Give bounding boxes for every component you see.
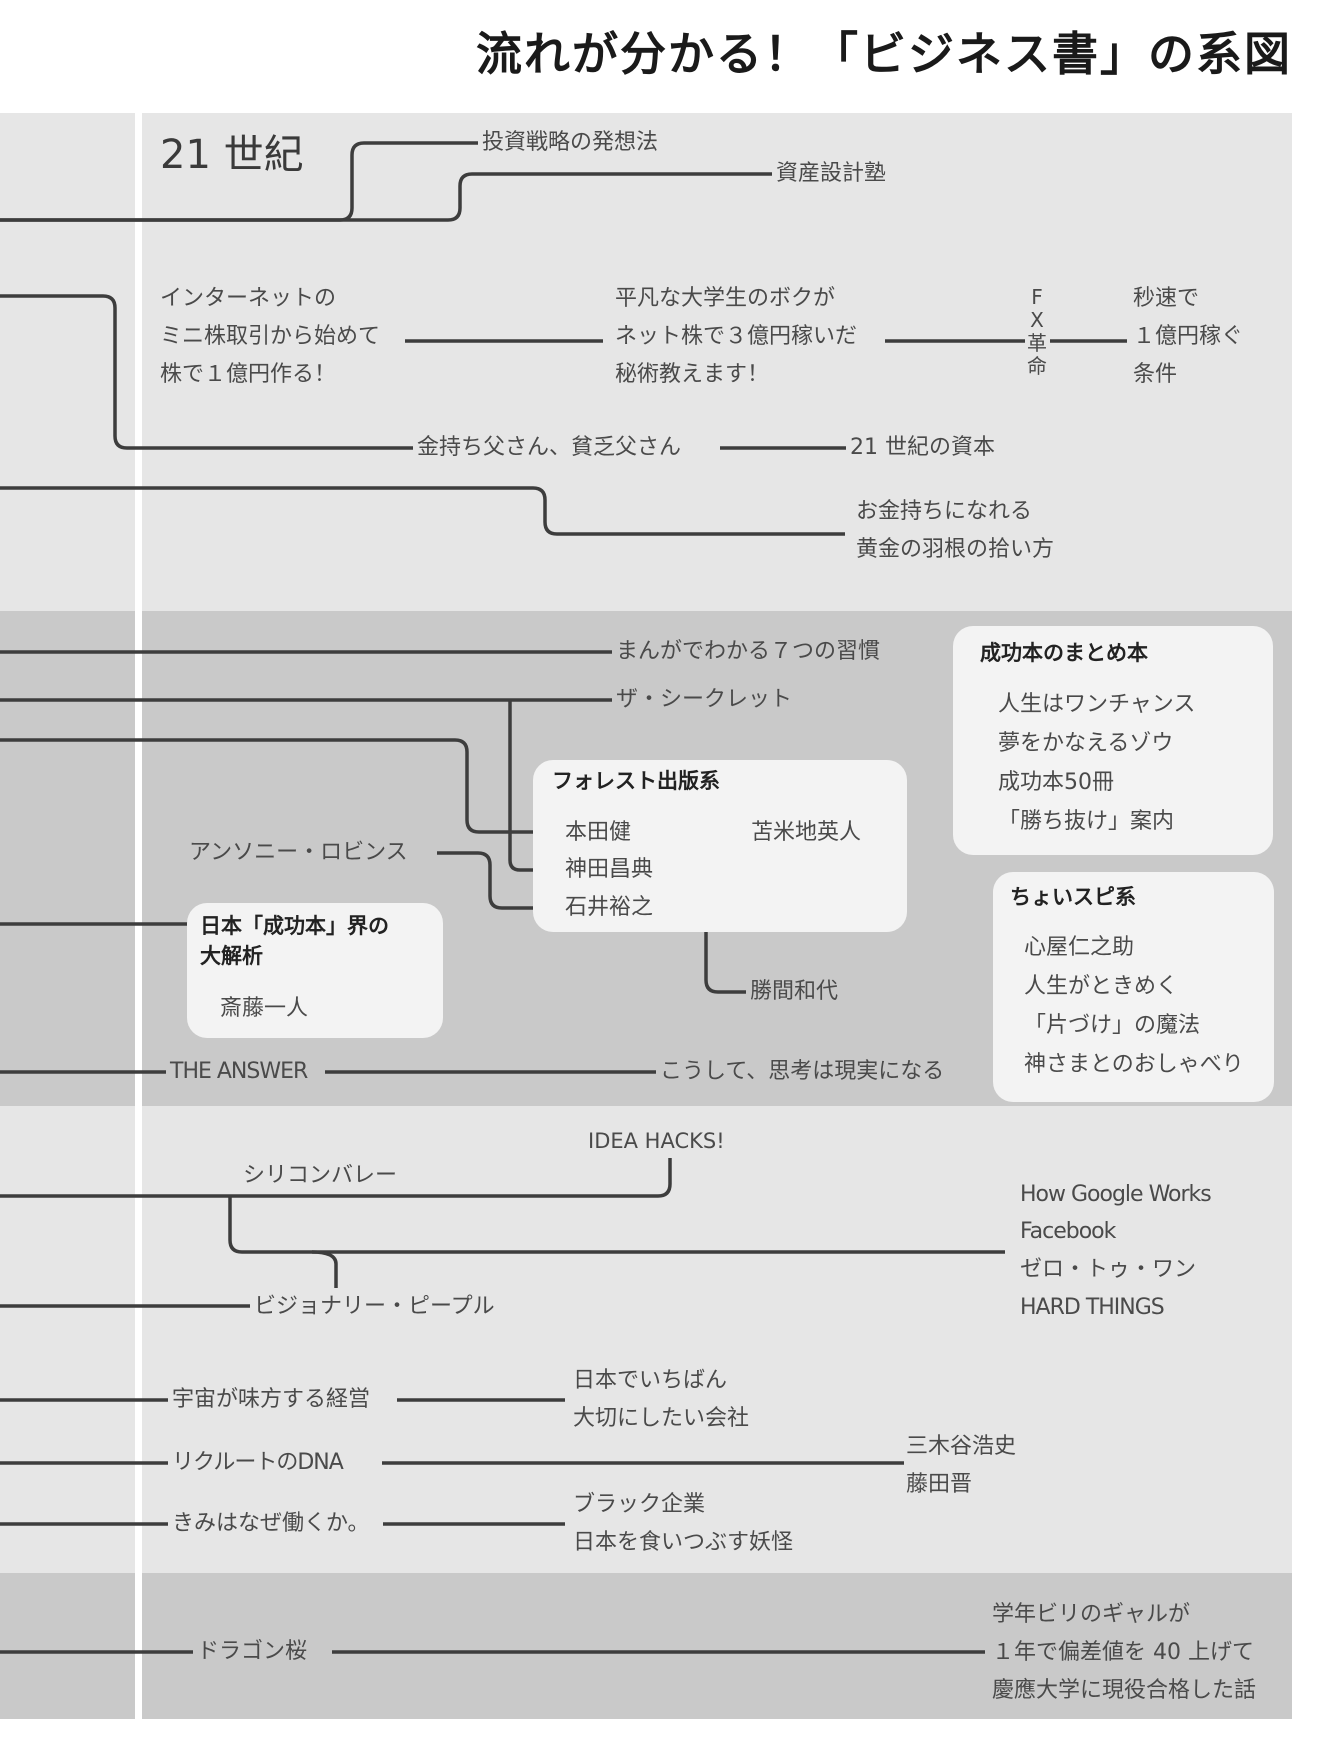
book-nihon-ichiban-line1: 日本でいちばん [573,1368,728,1393]
author-tomabechi: 苫米地英人 [751,820,862,845]
book-byousoku-line3: 条件 [1133,362,1178,387]
band-investment [0,113,1292,611]
book-tokimeku-line1: 人生がときめく [1024,974,1179,999]
page-title: 流れが分かる！「ビジネス書」の系図 [476,27,1292,81]
book-jinsei-one-chance: 人生はワンチャンス [998,692,1196,717]
book-heibon-line1: 平凡な大学生のボクが [615,286,836,311]
group-daibunseki-title-line2: 大解析 [200,944,263,968]
group-forest-title: フォレスト出版系 [552,769,720,793]
book-kanemochi: 金持ち父さん、貧乏父さん [413,429,686,467]
book-okane-line1: お金持ちになれる [856,499,1033,524]
book-black-kigyou-line2: 日本を食いつぶす妖怪 [573,1530,794,1555]
group-daibunseki-title-line1: 日本「成功本」界の [200,914,389,938]
line-secret-kanda [508,700,563,872]
line-kanemochi [0,294,415,450]
book-gal-line3: 慶應大学に現役合格した話 [992,1678,1257,1703]
book-internet-line2: ミニ株取引から始めて [156,318,385,356]
book-recruit-dna: リクルートのDNA [168,1444,347,1482]
book-kimi-naze: きみはなぜ働くか。 [168,1505,374,1543]
author-ishii-hiroyuki: 石井裕之 [565,895,654,920]
band-business [0,1106,1292,1573]
book-toushi-senryaku: 投資戦略の発想法 [478,124,663,162]
book-okane-line2: 黄金の羽根の拾い方 [856,537,1055,562]
book-hard-things: HARD THINGS [1020,1295,1165,1320]
book-heibon-line2: ネット株で３億円稼いだ [611,318,862,356]
author-mikitani: 三木谷浩史 [906,1434,1017,1459]
author-katsuma-kazuyo: 勝間和代 [746,973,843,1011]
book-facebook: Facebook [1020,1219,1116,1244]
book-internet-line1: インターネットの [160,286,337,311]
book-gal-line2: １年で偏差値を 40 上げて [992,1640,1254,1665]
book-the-answer: THE ANSWER [166,1053,312,1091]
book-idea-hacks: IDEA HACKS! [588,1129,725,1153]
line-silicon-tech [228,1196,1005,1254]
century-21-label: 21 世紀 [160,132,304,178]
group-choi-supi-title: ちょいスピ系 [1010,885,1136,909]
line-shisan [0,172,775,222]
book-kachinuke: 「勝ち抜け」案内 [998,809,1175,834]
group-forest-shuppan: フォレスト出版系 本田健 苫米地英人 神田昌典 石井裕之 [533,760,907,932]
group-daibunseki: 日本「成功本」界の 大解析 斎藤一人 [187,903,443,1038]
book-byousoku-line1: 秒速で [1133,286,1200,311]
book-heibon-line3: 秘術教えます！ [615,362,770,387]
book-black-kigyou-line1: ブラック企業 [573,1492,706,1517]
book-zero-to-one: ゼロ・トゥ・ワン [1020,1257,1197,1282]
book-dragon-zakura: ドラゴン桜 [193,1633,312,1671]
book-how-google-works: How Google Works [1020,1182,1212,1207]
book-uchuu-mikata: 宇宙が味方する経営 [168,1381,375,1419]
line-silicon-idea [0,1158,672,1198]
era-divider [135,113,142,1719]
author-fujita: 藤田晋 [906,1472,973,1497]
line-visionary-branch [311,1250,338,1289]
group-seikou-matome: 成功本のまとめ本 人生はワンチャンス 夢をかなえるゾウ 成功本50冊 「勝ち抜け… [953,626,1273,855]
book-visionary-people: ビジョナリー・ピープル [250,1288,499,1326]
line-okane [0,486,845,536]
book-tokimeku-line2: 「片づけ」の魔法 [1024,1013,1201,1038]
author-kokoroya: 心屋仁之助 [1024,935,1135,960]
book-21seiki-shihon: 21 世紀の資本 [846,429,999,467]
book-gal-line1: 学年ビリのギャルが [992,1602,1191,1627]
book-silicon-valley: シリコンバレー [243,1163,398,1188]
book-seikou-50: 成功本50冊 [998,770,1114,795]
book-kamisama: 神さまとのおしゃべり [1024,1052,1244,1077]
book-manga-7habits: まんがでわかる７つの習慣 [612,633,885,671]
group-seikou-matome-title: 成功本のまとめ本 [980,641,1148,665]
book-nihon-ichiban-line2: 大切にしたい会社 [573,1406,750,1431]
line-robbins-ishii [437,851,563,910]
line-honda [0,738,563,834]
book-shisan-sekkei: 資産設計塾 [772,155,891,193]
book-yume-zou: 夢をかなえるゾウ [998,731,1174,756]
author-honda-ken: 本田健 [565,820,632,845]
author-anthony-robbins: アンソニー・ロビンス [185,834,412,872]
author-saito-hitori: 斎藤一人 [220,996,309,1021]
group-choi-supi: ちょいスピ系 心屋仁之助 人生がときめく 「片づけ」の魔法 神さまとのおしゃべり [993,872,1274,1102]
author-kanda-masanori: 神田昌典 [565,857,654,882]
book-the-secret: ザ・シークレット [612,681,797,719]
book-koushite-shikou: こうして、思考は現実になる [656,1053,949,1091]
book-internet-line3: 株で１億円作る！ [160,362,337,387]
book-byousoku-line2: １億円稼ぐ [1129,318,1248,356]
